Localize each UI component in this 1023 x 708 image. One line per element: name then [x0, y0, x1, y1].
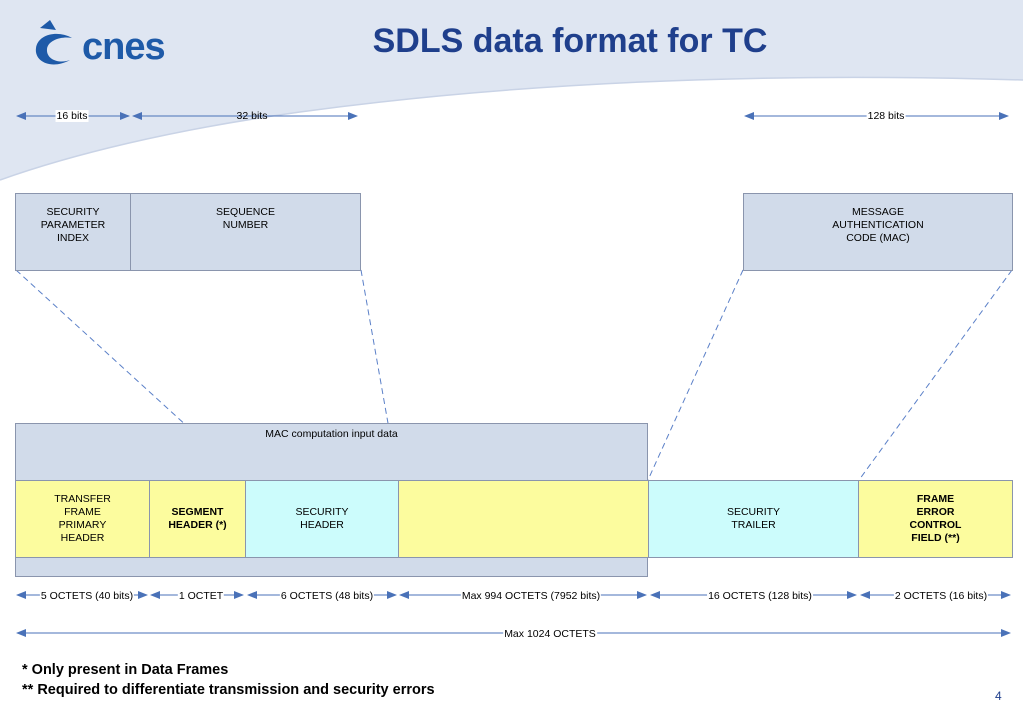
security-trailer-field: SECURITY TRAILER	[648, 480, 859, 558]
cnes-logo-text: cnes	[82, 26, 166, 68]
frame-data-field	[398, 480, 649, 558]
primary-header-field: TRANSFER FRAME PRIMARY HEADER	[15, 480, 150, 558]
page-number: 4	[995, 689, 1002, 703]
mac-box-label: MESSAGE AUTHENTICATION CODE (MAC)	[832, 205, 924, 244]
security-trailer-label: SECURITY TRAILER	[726, 506, 781, 531]
primary-header-size-label: 5 OCTETS (40 bits)	[39, 590, 135, 602]
mac-bits-label: 128 bits	[866, 110, 906, 122]
fecf-size-label: 2 OCTETS (16 bits)	[893, 590, 989, 602]
header-swoosh	[0, 0, 1023, 180]
sequence-number-label: SEQUENCE NUMBER	[216, 206, 275, 231]
security-header-size-label: 6 OCTETS (48 bits)	[279, 590, 375, 602]
dashed-line-seq	[360, 269, 399, 481]
dashed-line-mac-right	[858, 269, 1013, 481]
segment-header-size-label: 1 OCTET	[177, 590, 225, 602]
cnes-logo-mark	[35, 20, 72, 65]
dashed-line-mac-left	[647, 269, 744, 481]
footnote-data-frames: * Only present in Data Frames	[22, 662, 229, 678]
segment-header-field: SEGMENT HEADER (*)	[149, 480, 246, 558]
dashed-line-spi	[15, 269, 247, 481]
mac-box: MESSAGE AUTHENTICATION CODE (MAC)	[743, 193, 1013, 271]
security-trailer-size-label: 16 OCTETS (128 bits)	[707, 590, 813, 602]
seq-bits-label: 32 bits	[236, 110, 268, 122]
footnote-error-types: ** Required to differentiate transmissio…	[22, 682, 435, 698]
mac-computation-label: MAC computation input data	[265, 428, 398, 440]
security-header-field: SECURITY HEADER	[245, 480, 399, 558]
data-field-size-label: Max 994 OCTETS (7952 bits)	[460, 590, 602, 602]
header-swoosh-edge	[0, 76, 1023, 181]
sequence-number-box: SEQUENCE NUMBER	[130, 193, 361, 271]
total-size-label: Max 1024 OCTETS	[503, 628, 597, 640]
segment-header-label: SEGMENT HEADER (*)	[168, 506, 227, 531]
spi-box-label: SECURITY PARAMETER INDEX	[40, 205, 106, 244]
primary-header-label: TRANSFER FRAME PRIMARY HEADER	[54, 493, 111, 544]
spi-box: SECURITY PARAMETER INDEX	[15, 193, 131, 271]
fecf-field: FRAME ERROR CONTROL FIELD (**)	[858, 480, 1013, 558]
security-header-label: SECURITY HEADER	[295, 506, 349, 531]
page-title: SDLS data format for TC	[372, 22, 768, 60]
spi-bits-label: 16 bits	[55, 110, 89, 122]
fecf-label: FRAME ERROR CONTROL FIELD (**)	[909, 493, 962, 544]
